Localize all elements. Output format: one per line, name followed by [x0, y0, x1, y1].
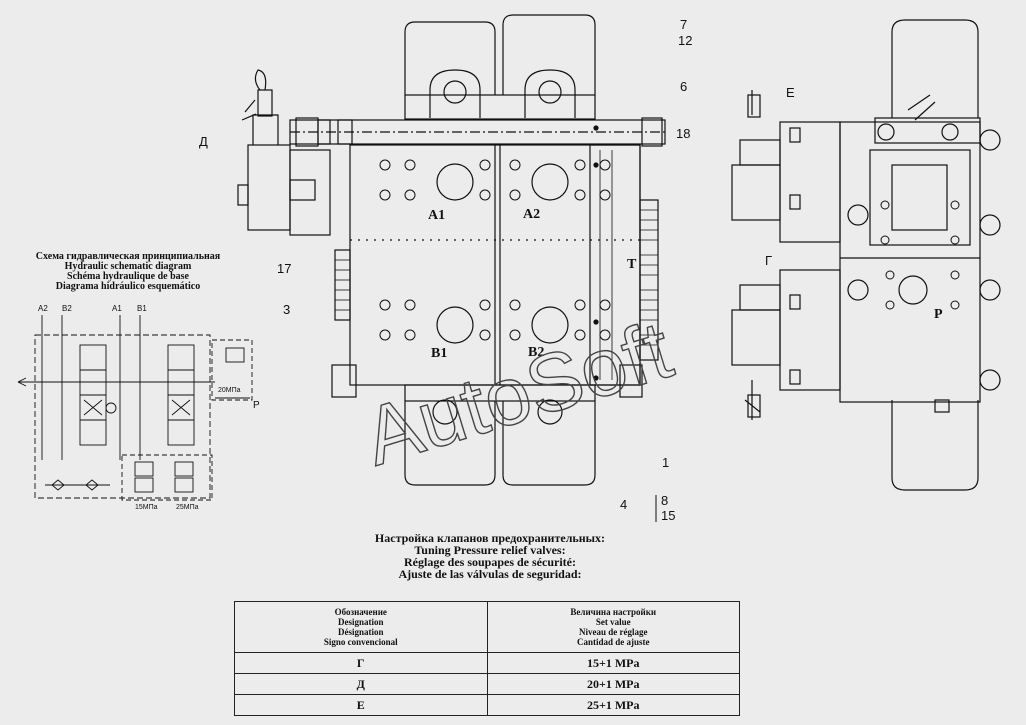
designation-cell: Д — [234, 673, 488, 695]
set-value-cell: 15+1 MPa — [486, 652, 740, 674]
schematic-title-es: Diagrama hidráulico esquemático — [55, 281, 201, 292]
top-cap-left — [404, 21, 496, 95]
table-row: Г 15+1 MPa — [234, 652, 740, 674]
settings-table: Обозначение Designation Désignation Sign… — [234, 601, 740, 716]
header-text: Обозначение — [334, 607, 387, 617]
callout-18: 18 — [676, 126, 690, 141]
callout-12: 12 — [678, 33, 692, 48]
designation-cell: Е — [234, 694, 488, 716]
port-label-t: T — [627, 257, 637, 272]
table-row: Д 20+1 MPa — [234, 673, 740, 695]
schematic-title-ru: Схема гидравлическая принципиальная — [35, 251, 221, 262]
designation-header: Обозначение Designation Désignation Sign… — [234, 601, 488, 653]
header-text: Designation — [337, 617, 384, 627]
header-text: Désignation — [337, 627, 384, 637]
schematic-valve-25: 25МПа — [176, 504, 199, 511]
schematic-valve-15: 15МПа — [135, 504, 158, 511]
header-text: Niveau de réglage — [579, 627, 648, 637]
hydraulic-schematic — [17, 315, 253, 501]
header-text: Величина настройки — [570, 607, 657, 617]
callout-7: 7 — [680, 17, 687, 32]
callout-1: 1 — [662, 455, 669, 470]
side-label-e: Е — [786, 85, 795, 100]
tuning-title-fr: Réglage des soupapes de sécurité: — [404, 555, 576, 569]
set-value-header: Величина настройки Set value Niveau de r… — [486, 601, 740, 653]
port-label-b2: B2 — [528, 345, 544, 360]
schematic-port-a2: A2 — [38, 304, 48, 313]
schematic-title-fr: Schéma hydraulique de base — [67, 271, 189, 282]
header-text: Signo convencional — [323, 637, 398, 647]
schematic-port-b1: B1 — [137, 304, 147, 313]
side-label-d: Д — [199, 134, 208, 149]
table-row: Е 25+1 MPa — [234, 694, 740, 716]
designation-cell: Г — [234, 652, 488, 674]
callout-3: 3 — [283, 302, 290, 317]
callout-6: 6 — [680, 79, 687, 94]
schematic-valve-20: 20МПа — [218, 387, 241, 394]
schematic-port-b2: B2 — [62, 304, 72, 313]
front-view — [237, 14, 666, 486]
side-view — [731, 19, 1001, 491]
header-text: Set value — [595, 617, 631, 627]
set-value-cell: 25+1 MPa — [486, 694, 740, 716]
tuning-title-ru: Настройка клапанов предохранительных: — [374, 531, 606, 545]
schematic-port-p: P — [253, 400, 260, 411]
port-label-p: P — [934, 307, 943, 322]
callout-4: 4 — [620, 497, 627, 512]
settings-table-header: Обозначение Designation Désignation Sign… — [234, 601, 740, 653]
port-label-a1: A1 — [428, 208, 445, 223]
port-label-a2: A2 — [523, 207, 540, 222]
tuning-title-en: Tuning Pressure relief valves: — [414, 543, 566, 557]
callout-8: 8 — [661, 493, 668, 508]
header-text: Cantidad de ajuste — [576, 637, 650, 647]
callout-17: 17 — [277, 261, 291, 276]
callout-15: 15 — [661, 508, 675, 523]
schematic-port-a1: A1 — [112, 304, 122, 313]
tuning-title: Настройка клапанов предохранительных: Tu… — [330, 532, 650, 580]
tuning-title-es: Ajuste de las válvulas de seguridad: — [398, 567, 582, 581]
side-label-g: Г — [765, 253, 772, 268]
port-label-b1: B1 — [431, 346, 447, 361]
top-cap-right — [502, 14, 596, 95]
set-value-cell: 20+1 MPa — [486, 673, 740, 695]
schematic-title-en: Hydraulic schematic diagram — [64, 261, 192, 272]
schematic-title: Схема гидравлическая принципиальная Hydr… — [28, 252, 228, 292]
